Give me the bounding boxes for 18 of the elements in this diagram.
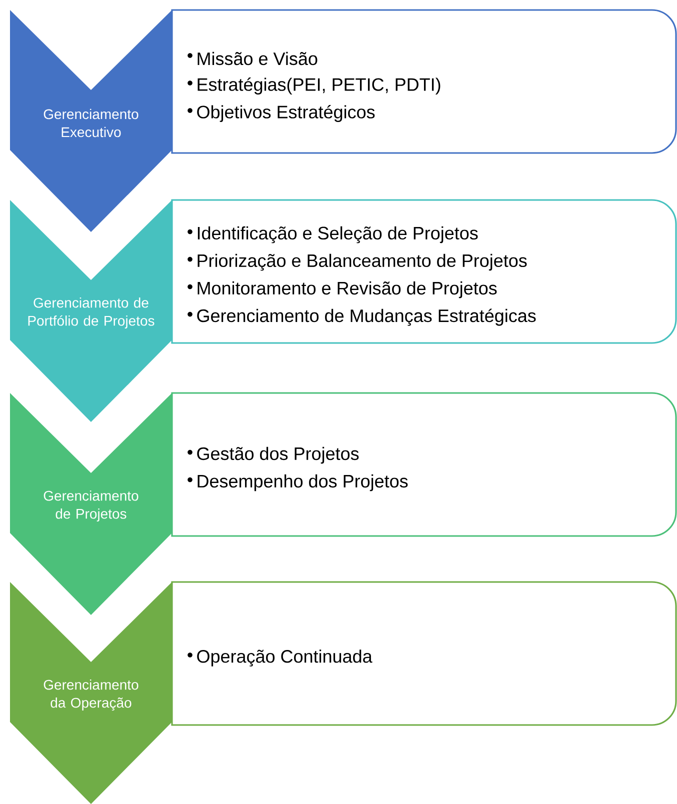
- list-item: Gerenciamento de Mudanças Estratégicas: [188, 308, 536, 326]
- stage-band: Gerenciamento de Portfólio de Projetos: [10, 200, 172, 422]
- list-item: Operação Continuada: [188, 650, 372, 666]
- list-item: Missão e Visão: [188, 52, 318, 66]
- stage-band: Gerenciamento de Projetos: [10, 393, 172, 615]
- list-item: Monitoramento e Revisão de Projetos: [188, 281, 497, 298]
- list-item: Identificação e Seleção de Projetos: [188, 226, 478, 244]
- list-item: Objetivos Estratégicos: [188, 105, 375, 122]
- stage-band: Gerenciamento da Operação: [10, 582, 172, 804]
- list-box: [171, 581, 677, 726]
- list-box: [171, 199, 677, 344]
- list-item: Estratégias(PEI, PETIC, PDTI): [188, 78, 440, 94]
- list-item: Priorização e Balanceamento de Projetos: [188, 254, 527, 271]
- list-box: [171, 392, 677, 537]
- stage-band: Gerenciamento Executivo: [10, 10, 172, 232]
- list-item: Gestão dos Projetos: [188, 446, 359, 464]
- list-box: [171, 9, 677, 154]
- list-item: Desempenho dos Projetos: [188, 474, 408, 492]
